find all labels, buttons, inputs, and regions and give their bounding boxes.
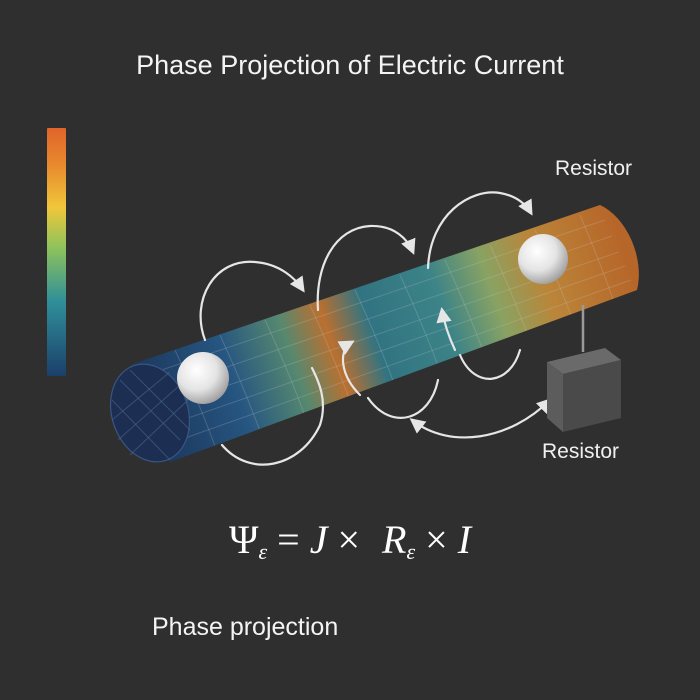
phase-equation: Ψε = J × Rε × I <box>0 516 700 565</box>
charge-particle-left <box>177 352 229 404</box>
resistor-label-bottom: Resistor <box>542 440 620 463</box>
eq-times-2: × <box>425 517 448 562</box>
eq-term-r: R <box>382 517 407 562</box>
field-loop-arrow-7 <box>436 306 457 352</box>
eq-lhs-symbol: Ψ <box>228 517 259 562</box>
field-loop-arrow-3 <box>316 224 416 312</box>
field-loop-arrow-5 <box>366 378 440 419</box>
field-loop-arrow-2 <box>220 366 325 466</box>
eq-lhs-subscript: ε <box>258 539 268 564</box>
eq-term-r-subscript: ε <box>406 539 416 564</box>
phase-projection-caption: Phase projection <box>152 613 339 641</box>
field-loop-arrow-6 <box>426 191 533 270</box>
eq-term-i: I <box>457 517 472 562</box>
return-current-arrow <box>409 397 553 439</box>
field-loop-arrow-4 <box>337 340 362 397</box>
diagram-title: Phase Projection of Electric Current <box>136 50 564 80</box>
cylinder-end-cap <box>109 363 191 463</box>
phase-color-scale <box>47 128 66 376</box>
resistor-box <box>547 348 621 432</box>
field-loop-arrow-8 <box>458 348 522 380</box>
eq-times-1: × <box>337 517 361 562</box>
eq-term-j: J <box>309 517 328 562</box>
eq-equals: = <box>277 517 300 562</box>
resistor-label-top: Resistor <box>555 157 633 180</box>
charge-particle-right <box>518 234 568 284</box>
field-loop-arrow-1 <box>199 260 305 342</box>
